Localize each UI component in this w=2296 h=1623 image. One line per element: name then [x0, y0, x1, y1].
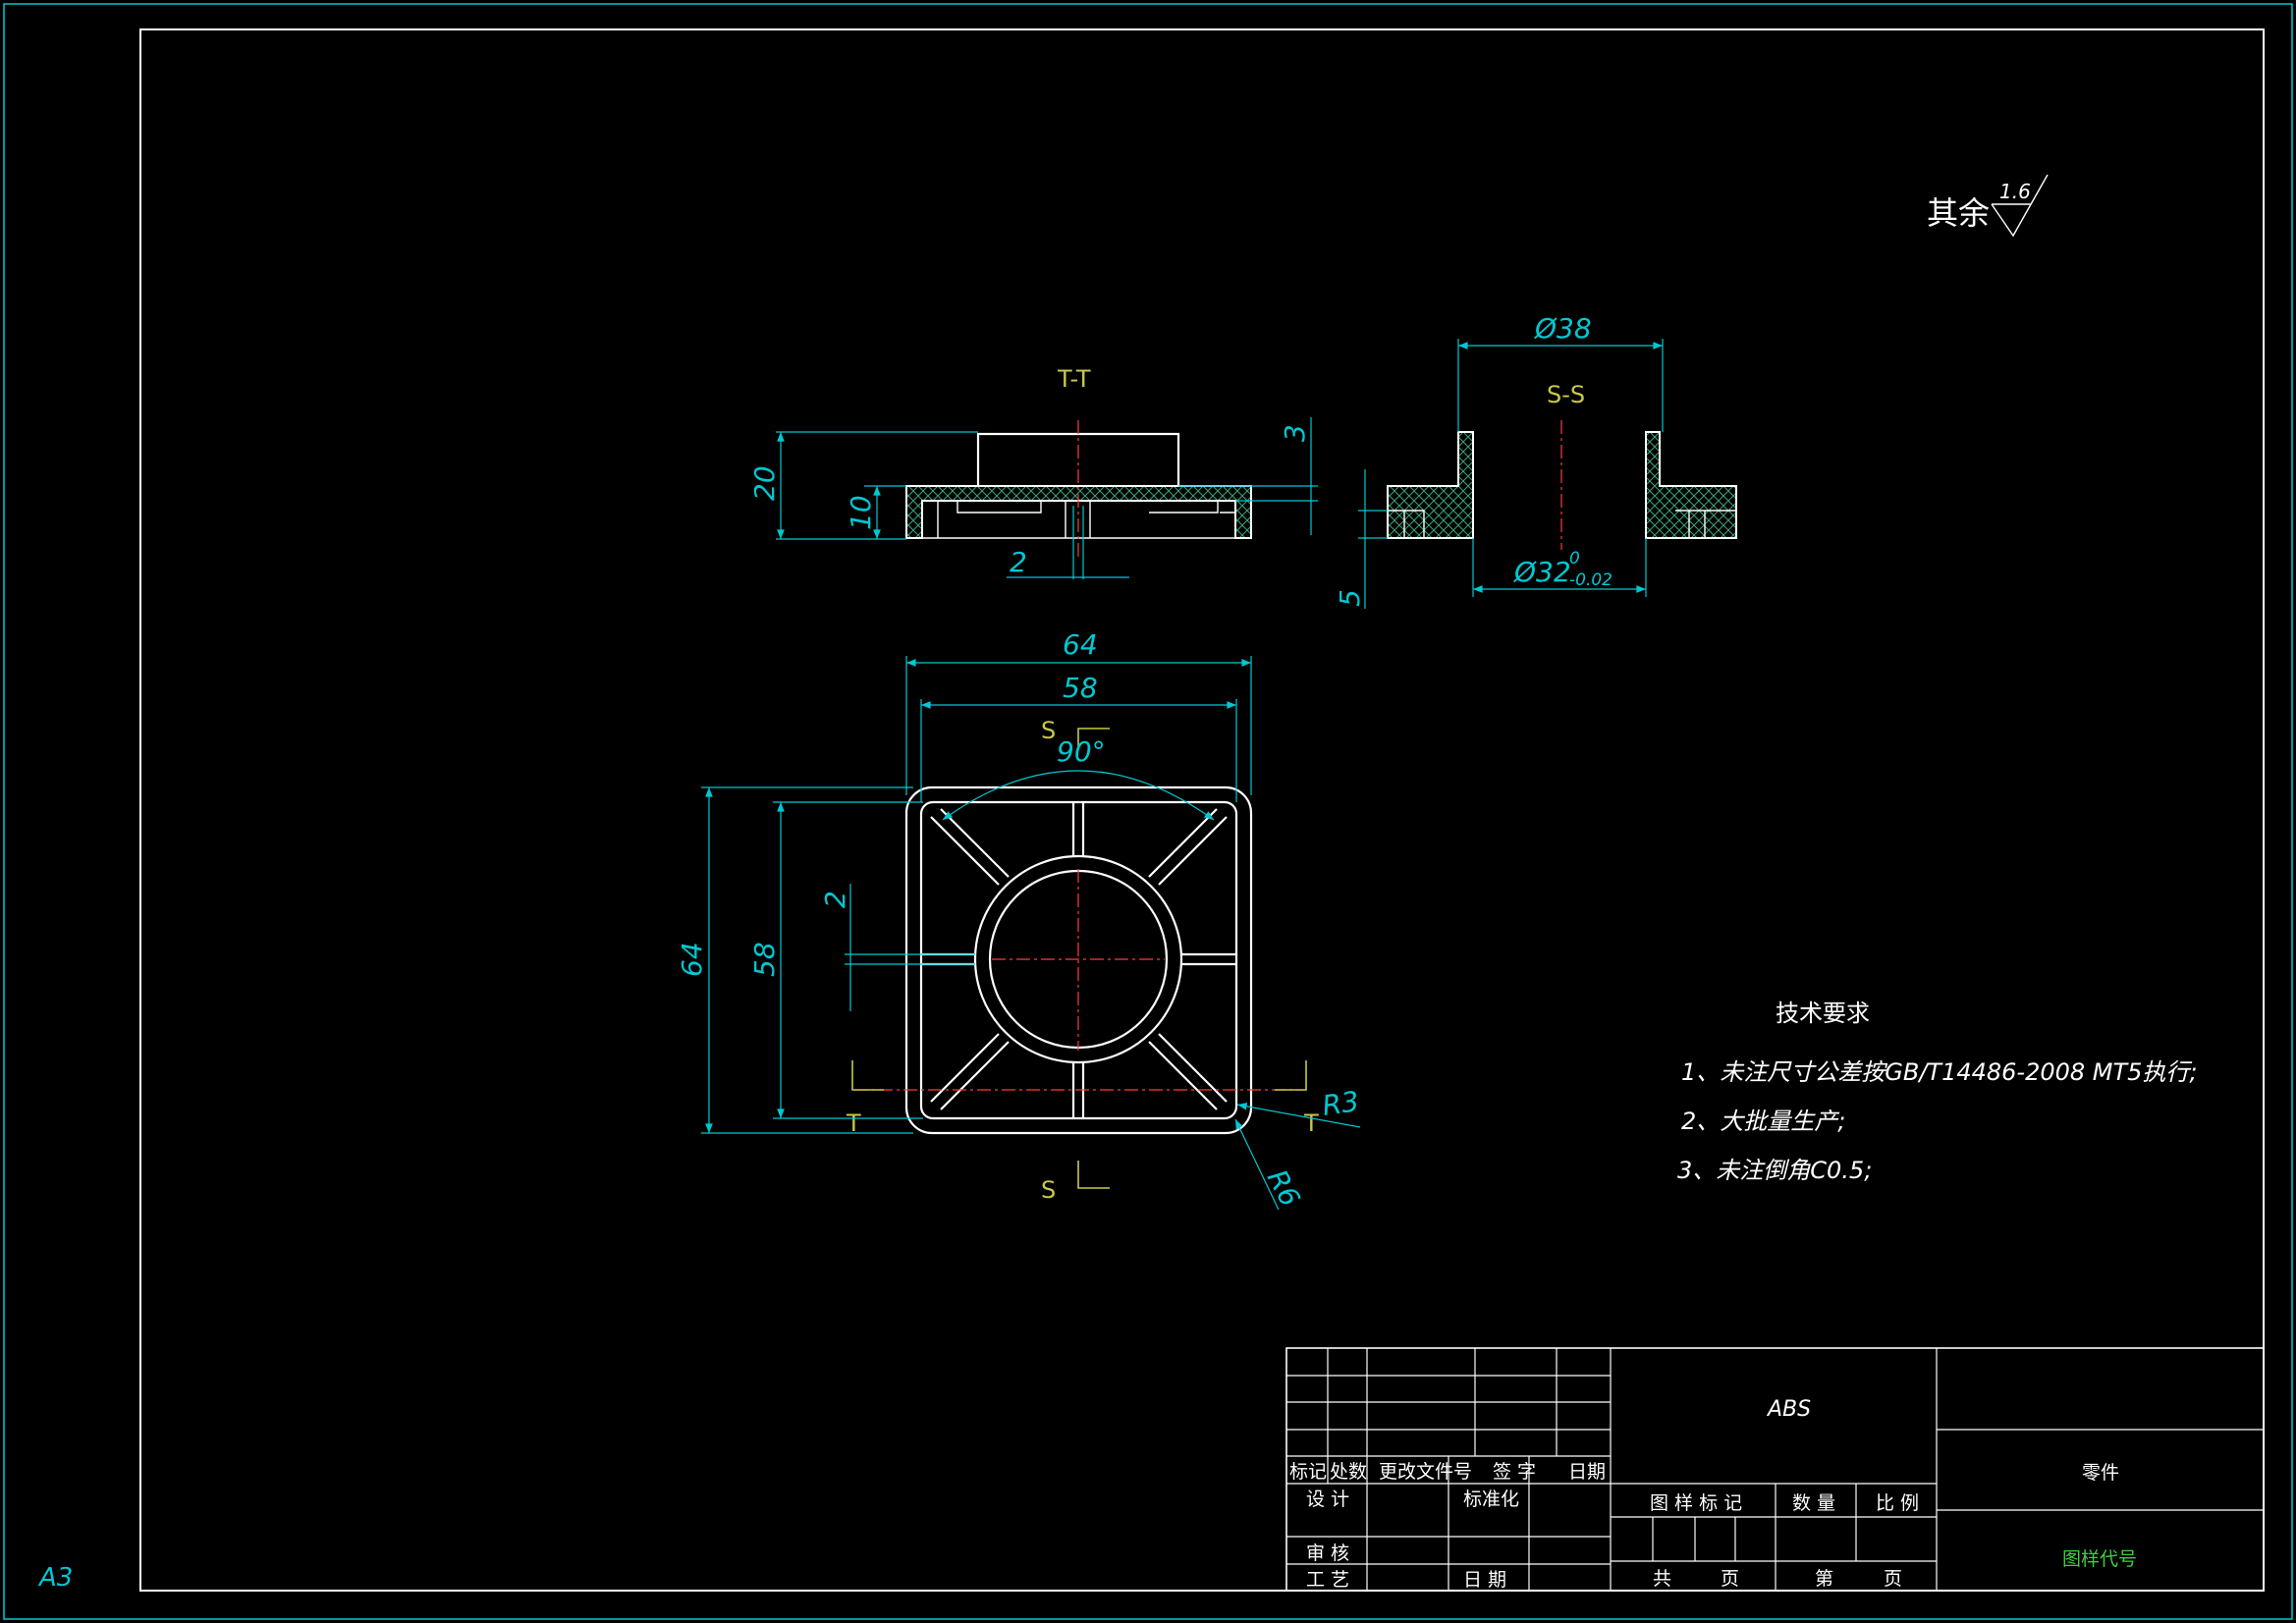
plan-inner-wall: [919, 800, 1238, 1120]
title-block-grid: [1286, 1348, 2264, 1591]
tb-page-unit-1: 页: [1721, 1568, 1739, 1590]
roughness-symbol: 其余 1.6: [1927, 174, 2049, 238]
tb-page-no: 第: [1815, 1568, 1833, 1590]
tb-row-check: 审 核: [1306, 1542, 1349, 1564]
plan-dim-64v: 64: [676, 942, 708, 977]
s-marker-bottom: S: [1041, 1176, 1056, 1204]
tb-material: ABS: [1766, 1397, 1811, 1422]
plan-dim-58h: 58: [1063, 672, 1098, 704]
tb-drawing-code: 图样代号: [2062, 1548, 2137, 1570]
tt-section-label: T-T: [1057, 365, 1091, 393]
tt-dim-10: 10: [845, 495, 877, 530]
tt-dim-20: 20: [748, 465, 781, 501]
plan-dim-2: 2: [819, 891, 851, 908]
tb-row-standard: 标准化: [1463, 1488, 1519, 1510]
plan-outer-wall: [904, 785, 1253, 1135]
plan-ring-outer: [973, 854, 1183, 1064]
ss-dim-32-tol-lower: -0.02: [1569, 570, 1613, 590]
s-marker-top-icon: [1077, 728, 1110, 746]
title-block: ABS 零件 图样代号 标记 处数 更改文件号 签 字 日期 设 计 标准化 审…: [1285, 1347, 2265, 1592]
tb-col-signature: 签 字: [1493, 1461, 1536, 1483]
plan-dim-r3: R3: [1320, 1085, 1361, 1122]
tt-dim-3: 3: [1279, 424, 1311, 442]
ss-section-view: S-S Ø38 Ø32 0 -0.02 5: [1334, 312, 1737, 609]
tb-col-mark: 标记: [1289, 1461, 1327, 1483]
plan-view: S S T T 64 58 64 58 2 90°: [676, 628, 1361, 1212]
ss-right-wall: [1645, 431, 1737, 539]
t-marker-right-icon: [1275, 1060, 1307, 1091]
plan-dim-58v: 58: [748, 942, 781, 977]
s-marker-top: S: [1041, 717, 1056, 744]
sheet-inner-frame: [139, 28, 2265, 1592]
tb-scale: 比 例: [1876, 1492, 1919, 1514]
ss-left-wall: [1387, 431, 1474, 539]
plan-dim-64h: 64: [1063, 628, 1098, 661]
t-marker-left-icon: [851, 1060, 884, 1091]
tt-section-view: T-T 20 10 2 3: [748, 365, 1318, 579]
ss-inner-pockets: [1388, 510, 1736, 538]
t-marker-left: T: [846, 1109, 861, 1137]
ss-dim-32-tol-upper: 0: [1569, 549, 1580, 568]
tt-inner-steps: [921, 501, 1235, 538]
plan-dim-90: 90°: [1057, 735, 1106, 768]
plan-dim-r3-leader: [1236, 1102, 1361, 1128]
roughness-value: 1.6: [1999, 180, 2031, 203]
tb-col-count: 处数: [1330, 1461, 1367, 1483]
ss-section-label: S-S: [1547, 381, 1585, 408]
tech-requirements: 技术要求 1、未注尺寸公差按GB/T14486-2008 MT5执行; 2、大批…: [1677, 1000, 2198, 1184]
sheet-outer-border: [3, 3, 2293, 1620]
tb-col-change-doc: 更改文件号: [1379, 1461, 1472, 1483]
roughness-prefix: 其余: [1927, 194, 1990, 232]
plan-dim-r6: R6: [1261, 1164, 1307, 1212]
tb-row-design: 设 计: [1306, 1488, 1349, 1510]
tech-req-item-2: 2、大批量生产;: [1681, 1108, 1845, 1135]
ss-dim-32: Ø32: [1513, 556, 1571, 588]
ss-dim-38: Ø38: [1534, 312, 1592, 345]
ss-dim-5: 5: [1334, 589, 1366, 607]
tb-part-name: 零件: [2082, 1462, 2119, 1484]
sheet-size-label: A3: [37, 1563, 73, 1593]
tech-req-title: 技术要求: [1776, 1000, 1870, 1027]
plan-dim-r6-leader: [1234, 1118, 1280, 1211]
tb-drawing-mark: 图 样 标 记: [1650, 1492, 1742, 1514]
t-marker-right: T: [1303, 1109, 1319, 1137]
tb-quantity: 数 量: [1792, 1492, 1835, 1514]
tt-dim-2: 2: [1010, 546, 1027, 578]
s-marker-bottom-icon: [1077, 1161, 1110, 1189]
plan-dim-90-arc: [942, 770, 1215, 821]
tb-col-date: 日期: [1568, 1461, 1606, 1483]
tech-req-item-3: 3、未注倒角C0.5;: [1677, 1157, 1872, 1184]
tech-req-item-1: 1、未注尺寸公差按GB/T14486-2008 MT5执行;: [1681, 1058, 2198, 1086]
tb-row-process: 工 艺: [1306, 1569, 1349, 1591]
tb-total-pages: 共: [1653, 1568, 1671, 1590]
tb-row-date: 日 期: [1463, 1569, 1506, 1591]
roughness-check-icon: [1991, 174, 2049, 238]
tb-page-unit-2: 页: [1884, 1568, 1902, 1590]
